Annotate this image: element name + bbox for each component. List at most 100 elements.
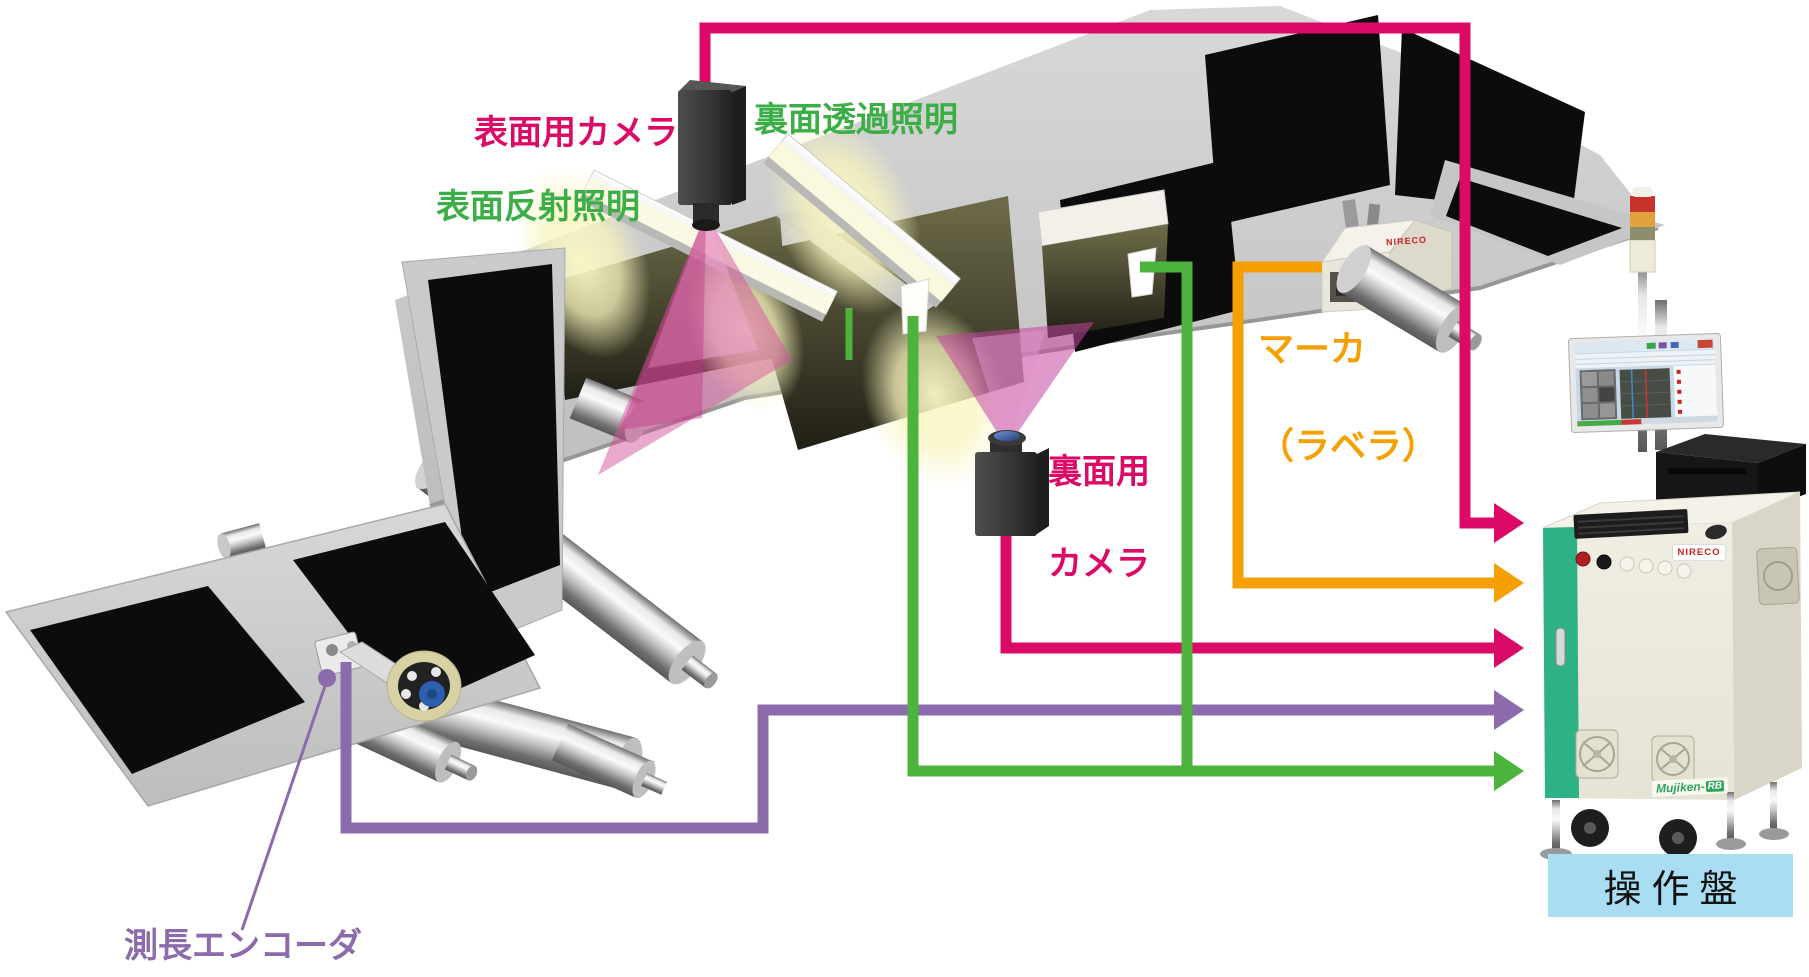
camera-side-face [732, 86, 746, 205]
panel-button[interactable] [1676, 563, 1692, 579]
control-panel-label-box: 操作盤 [1548, 854, 1793, 917]
defect-mark [1676, 379, 1682, 384]
graph-blue-line [1630, 369, 1634, 419]
encoder-bracket-hole [326, 644, 338, 656]
defect-mark [1677, 399, 1682, 404]
product-panel [428, 264, 560, 600]
arrowhead-surface-camera [1494, 503, 1524, 543]
screen-button-green [1646, 342, 1656, 349]
camera-lens [692, 219, 720, 231]
camera-top-face [678, 80, 746, 92]
screen-toolbar [1574, 338, 1715, 354]
screen-thumbnail [1599, 403, 1616, 418]
screen-defect-list [1673, 364, 1718, 418]
tower-lamp-green-off [1630, 227, 1655, 240]
wheel-spoke-hole [407, 671, 417, 681]
screen-thumbnail [1582, 403, 1599, 419]
key-row [1578, 521, 1684, 529]
sheet-edge-roller-nub [217, 523, 267, 559]
control-cabinet [1540, 491, 1802, 860]
back-transmit-light-bar [763, 133, 961, 308]
defect-mark [1677, 409, 1683, 414]
grille-ring [1763, 561, 1793, 591]
fan-grille [1575, 729, 1619, 779]
keyboard[interactable] [1573, 509, 1689, 539]
panel-button[interactable] [1619, 556, 1635, 572]
grille-hub [1593, 750, 1601, 758]
camera-lens-barrel [693, 203, 719, 223]
camera-side-face [1037, 448, 1049, 534]
exit-roller-body [1338, 244, 1468, 352]
graph-gridline [1619, 379, 1670, 383]
panel-button[interactable] [1657, 560, 1673, 576]
roller-cap [217, 533, 231, 559]
screen-table-line [1575, 354, 1716, 360]
encoder-pointer-dot [318, 669, 336, 687]
festoon-roller-lower [551, 723, 667, 799]
grille-hub [1669, 755, 1677, 763]
leveling-foot-pad [1716, 838, 1746, 850]
pc-top [1656, 434, 1806, 463]
wheel-spoke-hole [431, 667, 441, 677]
encoder-label-pointer [240, 679, 329, 931]
arrowhead-length-encoder [1494, 690, 1524, 730]
panel-button[interactable] [1638, 558, 1654, 574]
roller-shaft-cap [466, 765, 478, 781]
tower-body [1629, 239, 1656, 273]
surface-camera-cone-deep [620, 213, 706, 430]
screen-table-line [1575, 359, 1716, 365]
roller-cap [1336, 245, 1372, 293]
grille-ring [1579, 736, 1615, 772]
graph-gridline [1620, 391, 1671, 395]
red-pilot-button[interactable] [1575, 551, 1591, 567]
product-logo-badge: RB [1705, 779, 1725, 792]
door-handle[interactable] [1555, 627, 1566, 667]
product-panel [1395, 28, 1585, 215]
camera-lens [994, 431, 1020, 441]
arrowhead-lighting [1494, 751, 1524, 791]
product-panel [293, 522, 535, 712]
surface-reflect-light-label: 表面反射照明 [436, 188, 640, 226]
roller-shaft-cap [1469, 334, 1482, 351]
status-red [1621, 419, 1642, 425]
black-button[interactable] [1596, 554, 1612, 570]
marker-label: マーカ （ラベラ） [1258, 325, 1438, 471]
back-camera-label-line2: カメラ [1048, 544, 1150, 583]
screen-thumbnail [1582, 387, 1598, 403]
light-bar-edge [763, 156, 942, 308]
arrowhead-marker [1494, 563, 1524, 603]
mouse[interactable] [1704, 523, 1729, 542]
product-logo-name: Mujiken- [1655, 779, 1706, 796]
web-festoon-section [401, 247, 566, 649]
caster-hub [1672, 832, 1684, 844]
key-row [1578, 527, 1685, 535]
tower-lamp-amber [1630, 212, 1655, 227]
fan-grille [1651, 735, 1695, 783]
camera-body [678, 90, 732, 205]
cable-back-camera [1000, 533, 1494, 654]
back-camera [975, 430, 1049, 536]
product-panel [1205, 15, 1390, 225]
back-camera-cone-inner [972, 330, 1046, 448]
product-panel [1446, 178, 1622, 256]
roller-cap [668, 640, 706, 685]
marker-clamp [1342, 199, 1359, 229]
leveling-foot-pad [1759, 828, 1789, 840]
web-exit-section [1336, 160, 1665, 353]
marker-label-line2: （ラベラ） [1258, 425, 1439, 467]
back-transmit-light-label: 裏面透過照明 [754, 101, 958, 139]
screen-thumbnail [1581, 371, 1598, 387]
encoder-wheel-hub-center [427, 689, 437, 699]
cable-length-encoder [340, 662, 1494, 834]
grille-ring [1656, 742, 1690, 776]
defect-mark [1677, 389, 1682, 394]
leveling-foot-stem [1770, 782, 1777, 830]
screen-thumbnail [1598, 371, 1615, 386]
marker-clamp [1366, 203, 1381, 229]
roller-shaft-cap [704, 673, 718, 689]
cable-lighting-main [907, 316, 1494, 777]
leveling-foot-stem [1727, 792, 1734, 840]
tower-lamp-red [1630, 196, 1655, 212]
